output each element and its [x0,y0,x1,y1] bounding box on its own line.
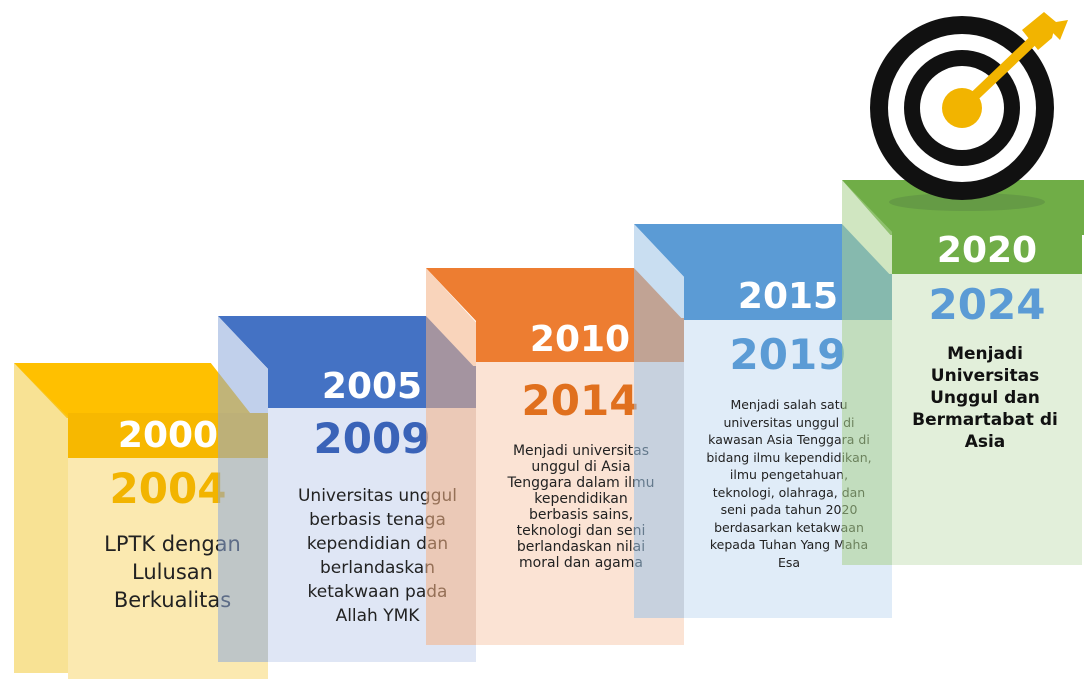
step-end-year: 2014 [521,376,639,425]
step-side [634,224,686,618]
step-end-year: 2009 [313,414,431,463]
step-start-year: 2020 [892,228,1082,274]
step-side [218,316,270,662]
step-start-year: 2005 [268,366,476,408]
step-end-year: 2004 [109,464,227,513]
step-description: Menjadi salah satu universitas unggul di… [706,397,872,570]
target-icon [870,12,1068,211]
step-side [842,180,894,565]
step-description: Universitas unggul berbasis tenaga kepen… [297,486,457,626]
step-end-year: 2024 [928,280,1046,329]
step-description: Menjadi Universitas Unggul dan Bermartab… [912,344,1058,452]
step-description: Menjadi universitas unggul di Asia Tengg… [507,443,655,571]
step-body [892,274,1082,565]
step-end-year: 2019 [729,330,847,379]
step-side [426,268,478,645]
step-side [14,363,70,673]
